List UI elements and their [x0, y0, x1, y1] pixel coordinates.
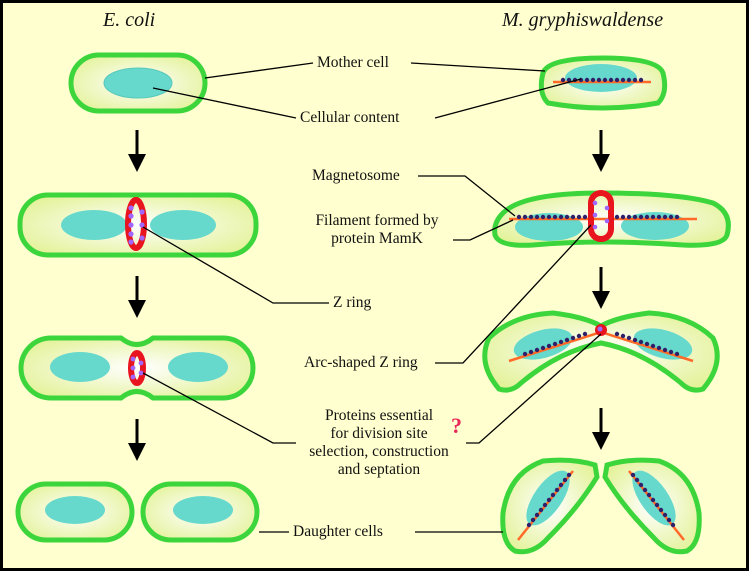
diagram-canvas: E. coli M. gryphiswaldense Mother cell C…: [3, 3, 746, 568]
ecoli-nucleoid: [103, 67, 173, 99]
leader-content-left: [152, 87, 297, 119]
leader-z-ring: [142, 226, 329, 304]
leader-proteins-left: [142, 372, 296, 444]
leader-mother-right: [410, 62, 546, 72]
z-ring-proteins: [597, 326, 603, 332]
leader-content-right: [434, 78, 582, 119]
ecoli-nucleoid: [61, 210, 127, 240]
ecoli-nucleoid: [168, 352, 228, 382]
label-z-ring: Z ring: [333, 294, 372, 311]
magneto-daughter-cell-right: [602, 457, 702, 555]
leader-lines: [142, 62, 602, 533]
title-e-coli: E. coli: [103, 9, 156, 31]
ecoli-nucleoid: [50, 352, 110, 382]
label-proteins-line4: and septation: [337, 461, 421, 478]
magneto-nucleoid: [526, 470, 570, 526]
arc-z-ring: [588, 190, 614, 242]
magnetosome-chain: [522, 331, 680, 357]
label-daughter-cells: Daughter cells: [293, 523, 383, 540]
ecoli-mother-cell: [68, 52, 208, 114]
magneto-mother-cell: [538, 55, 668, 111]
magneto-nucleoid: [565, 64, 637, 92]
ecoli-daughter-cell-left: [15, 481, 135, 543]
leader-proteins-right: [466, 333, 602, 444]
label-magnetosome: Magnetosome: [312, 167, 400, 184]
label-proteins-line1: Proteins essential: [324, 407, 434, 424]
label-mother-cell: Mother cell: [317, 54, 389, 71]
ecoli-nucleoid: [45, 496, 105, 524]
leader-filament: [453, 219, 514, 241]
label-proteins-line2: for division site: [330, 425, 428, 442]
magneto-daughter-cell-left: [500, 457, 600, 555]
magneto-nucleoid: [632, 470, 676, 526]
ecoli-dividing-cell-1: [17, 192, 259, 258]
ecoli-daughter-cell-right: [140, 481, 260, 543]
magnetosome-chain: [560, 77, 644, 83]
magnetosome-chain: [516, 214, 680, 220]
magneto-dividing-cell-2: [482, 310, 720, 393]
ecoli-nucleoid: [150, 210, 216, 240]
leader-magnetosome: [418, 175, 516, 217]
diagram-svg: [15, 52, 731, 555]
ecoli-dividing-cell-2: [18, 335, 256, 401]
leader-mother-left: [204, 62, 314, 79]
label-filament-line2: protein MamK: [331, 230, 423, 247]
label-cellular-content: Cellular content: [300, 109, 400, 126]
label-filament: Filament formed by protein MamK: [297, 212, 457, 248]
magneto-nucleoid: [513, 328, 573, 360]
label-proteins-essential: Proteins essential for division site sel…: [289, 407, 469, 479]
ecoli-nucleoid: [173, 496, 233, 524]
question-mark: ?: [451, 413, 462, 438]
label-proteins-line3: selection, construction: [309, 443, 449, 460]
leader-arc-z-ring: [435, 224, 592, 364]
label-arc-z-ring: Arc-shaped Z ring: [304, 354, 418, 371]
magnetosome-chain: [526, 472, 572, 528]
title-m-gryphiswaldense: M. gryphiswaldense: [502, 9, 664, 31]
z-ring-proteins: [592, 200, 610, 230]
magneto-dividing-cell-1: [492, 190, 731, 248]
z-ring-proteins: [130, 356, 144, 380]
label-filament-line1: Filament formed by: [315, 212, 439, 229]
magneto-nucleoid: [633, 328, 693, 360]
z-ring-proteins: [128, 205, 145, 245]
magnetosome-chain: [630, 472, 676, 528]
